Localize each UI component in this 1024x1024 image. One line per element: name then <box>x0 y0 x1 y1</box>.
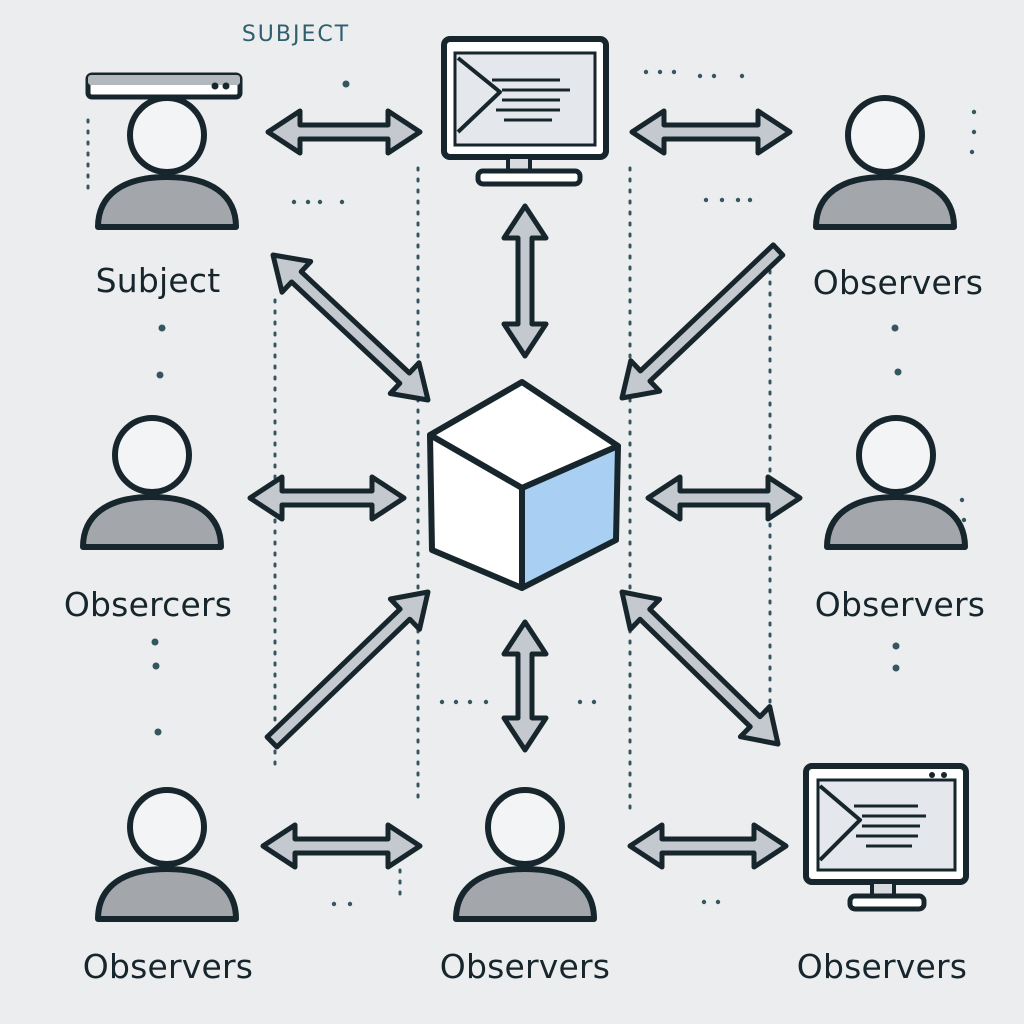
guide-dot <box>891 324 899 332</box>
guide-dot <box>643 69 649 75</box>
diagram-caption: SUBJECT <box>241 22 351 47</box>
label-top-left: Subject <box>95 261 221 300</box>
guide-dot <box>719 197 725 203</box>
connection-arrow-9 <box>501 619 549 753</box>
guide-dot <box>892 642 900 650</box>
monitor-icon <box>803 763 969 912</box>
connection-arrow-6 <box>247 474 407 522</box>
person-icon <box>95 95 239 230</box>
connection-arrow-5 <box>619 242 786 401</box>
guide-dot <box>453 699 459 705</box>
guide-dot <box>961 517 967 523</box>
label-top-right: Observers <box>812 263 984 302</box>
guide-dot <box>291 199 297 205</box>
guide-dot <box>671 69 677 75</box>
connection-arrow-4 <box>270 252 431 403</box>
connection-arrow-2 <box>629 108 793 156</box>
connection-arrow-11 <box>260 822 423 870</box>
guide-dot <box>347 901 353 907</box>
label-bottom-left: Observers <box>82 947 254 986</box>
guide-dot <box>467 699 473 705</box>
guide-dot <box>317 199 323 205</box>
icons <box>80 36 969 922</box>
guide-dot <box>342 80 350 88</box>
guide-dot <box>331 901 337 907</box>
connection-arrow-7 <box>645 474 803 522</box>
connection-arrow-3 <box>501 203 549 359</box>
guide-dot <box>483 699 489 705</box>
guide-dot <box>971 129 977 135</box>
guide-dot <box>154 728 162 736</box>
guide-dot <box>697 73 703 79</box>
connection-arrow-1 <box>265 108 423 156</box>
label-bottom-center: Observers <box>439 947 611 986</box>
window-bar-icon <box>85 72 243 100</box>
guide-dot <box>894 368 902 376</box>
person-icon <box>813 95 957 230</box>
guide-dot <box>711 73 717 79</box>
guide-dot <box>591 699 597 705</box>
guide-dot <box>735 197 741 203</box>
guide-dot <box>703 197 709 203</box>
person-icon <box>95 787 239 922</box>
guide-dot <box>305 199 311 205</box>
person-icon <box>80 415 224 550</box>
connection-arrow-10 <box>619 589 781 747</box>
guide-dot <box>971 109 977 115</box>
monitor-icon <box>441 36 609 187</box>
guide-dot <box>439 699 445 705</box>
connection-arrow-12 <box>627 822 789 870</box>
guide-dot <box>739 73 745 79</box>
guide-dot <box>156 371 164 379</box>
label-mid-left: Obsercers <box>63 585 233 624</box>
guide-dot <box>747 197 753 203</box>
label-mid-right: Observers <box>814 585 986 624</box>
cube-icon <box>427 379 621 591</box>
guide-dot <box>969 149 975 155</box>
guide-dot <box>959 497 965 503</box>
guide-dot <box>701 899 707 905</box>
guide-dot <box>152 662 160 670</box>
guide-dot <box>151 638 159 646</box>
person-icon <box>824 415 968 550</box>
guide-dot <box>577 699 583 705</box>
person-icon <box>453 787 597 922</box>
guide-dot <box>715 899 721 905</box>
arrows <box>247 108 803 870</box>
guide-dot <box>158 324 166 332</box>
guide-dot <box>892 664 900 672</box>
guide-dot <box>657 69 663 75</box>
label-bottom-right: Observers <box>796 947 968 986</box>
guide-dot <box>339 199 345 205</box>
connection-arrow-8 <box>264 589 431 750</box>
